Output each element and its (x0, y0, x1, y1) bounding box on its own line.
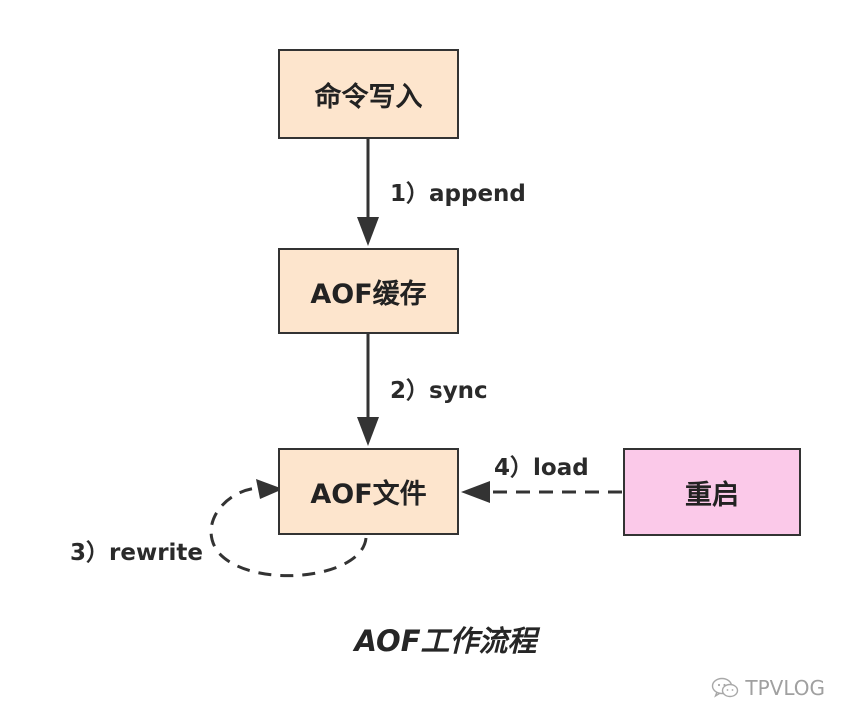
node-aof-file: AOF文件 (278, 448, 459, 535)
node-aof-cache: AOF缓存 (278, 248, 459, 334)
edge-label-rewrite: 3）rewrite (70, 540, 204, 566)
node-command-write-label: 命令写入 (314, 81, 423, 113)
node-command-write: 命令写入 (278, 49, 459, 139)
edge-append-arrow (357, 139, 379, 246)
watermark: TPVLOG (711, 676, 825, 700)
node-restart: 重启 (623, 448, 801, 536)
node-aof-cache-label: AOF缓存 (310, 278, 427, 310)
wechat-icon (712, 677, 739, 698)
edge-label-append: 1）append (390, 181, 526, 207)
diagram-caption: AOF工作流程 (354, 624, 537, 658)
edge-sync-arrow (357, 334, 379, 446)
watermark-text: TPVLOG (745, 676, 825, 700)
node-aof-file-label: AOF文件 (310, 479, 427, 510)
edge-load-arrow (461, 481, 622, 503)
edge-rewrite-loop (209, 479, 368, 578)
edge-label-sync: 2）sync (390, 378, 488, 404)
edge-label-load: 4）load (494, 455, 589, 481)
node-restart-label: 重启 (685, 479, 739, 511)
